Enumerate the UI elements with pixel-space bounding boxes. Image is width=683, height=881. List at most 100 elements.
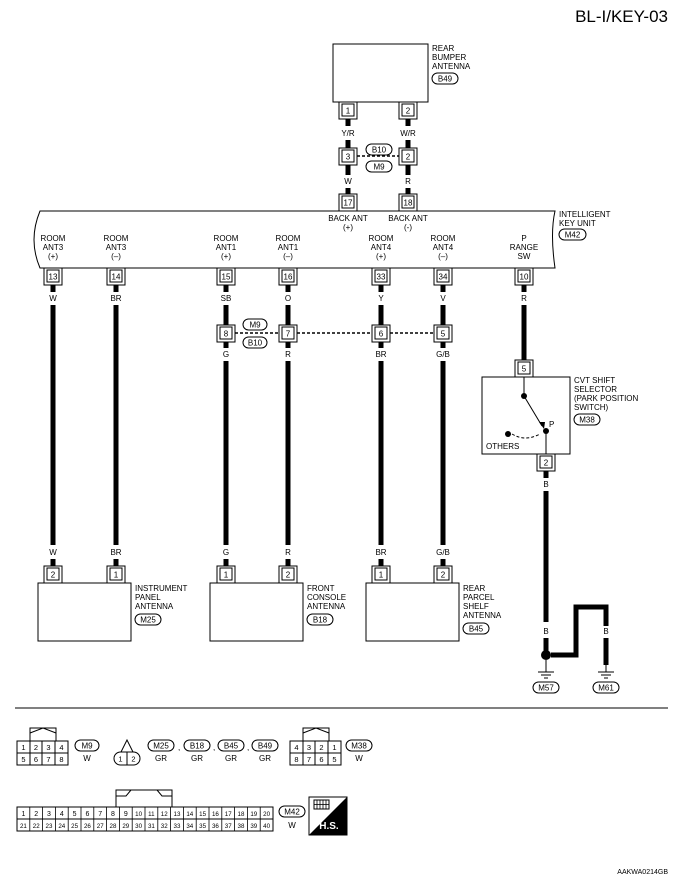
back-ant-plus-label: BACK ANT: [328, 214, 368, 223]
cvt-label-4: SWITCH): [574, 403, 609, 412]
pin: 6: [319, 755, 323, 764]
m42-pin: 32: [161, 823, 168, 830]
cvt-label-3: (PARK POSITION: [574, 394, 639, 403]
wire-color: R: [521, 294, 527, 303]
ground-wire-color: B: [603, 627, 608, 636]
antenna-label: CONSOLE: [307, 593, 346, 602]
wire-color: V: [440, 294, 446, 303]
wire-color: G/B: [436, 350, 450, 359]
pin: 1: [332, 743, 336, 752]
front-console-antenna: 1 2 FRONT CONSOLE ANTENNA B18: [209, 565, 346, 642]
terminal-label: ROOM: [431, 234, 456, 243]
m42-pin: 20: [263, 811, 270, 818]
pin: 1: [118, 755, 122, 764]
pin: 4: [294, 743, 298, 752]
cvt-pin-2: 2: [544, 459, 549, 468]
m42-pin: 28: [110, 823, 117, 830]
ground-m61: M61: [598, 684, 614, 693]
m42-pin: 36: [212, 823, 219, 830]
rear-bumper-antenna-connector: B49: [438, 75, 453, 84]
wire-color: BR: [375, 548, 386, 557]
wire-color: G/B: [436, 548, 450, 557]
m42-pin: 40: [263, 823, 270, 830]
mid-top-connector-b10: B10: [372, 146, 387, 155]
m42-pin: 15: [199, 811, 206, 818]
wire-color: BR: [110, 548, 121, 557]
pin: 2: [319, 743, 323, 752]
terminal-pin: 10: [520, 273, 529, 282]
ground-wire-color: B: [573, 627, 578, 636]
antenna-pin: 2: [286, 571, 291, 580]
terminal-pin: 16: [284, 273, 293, 282]
legend-m42-connector: 1212223234245256267278289291030113112321…: [16, 789, 306, 832]
m42-pin: 8: [111, 811, 115, 818]
rear-bumper-antenna: REAR BUMPER ANTENNA B49 1 2: [332, 43, 471, 120]
antenna-label: ANTENNA: [463, 611, 502, 620]
footer-code: AAKWA0214GB: [617, 869, 668, 876]
wires-middle: G R BR G/B: [223, 342, 450, 545]
wire-color: W: [49, 294, 57, 303]
terminal-label: ROOM: [369, 234, 394, 243]
pin: 3: [307, 743, 311, 752]
rear-parcel-shelf-antenna: 1 2 REAR PARCEL SHELF ANTENNA B45: [365, 565, 502, 642]
pin: 6: [34, 755, 38, 764]
m42-pin: 39: [250, 823, 257, 830]
cvt-label-1: CVT SHIFT: [574, 376, 615, 385]
terminal-label: ROOM: [214, 234, 239, 243]
antenna-label: FRONT: [307, 584, 335, 593]
rear-bumper-antenna-label-1: REAR: [432, 44, 454, 53]
legend-m9-connector: 1 2 3 4 5 6 7 8 M9 W: [16, 727, 100, 766]
wire-color-r-upper: R: [405, 177, 411, 186]
m42-pin: 31: [148, 823, 155, 830]
m42-pin: 34: [186, 823, 193, 830]
antenna-pin: 2: [441, 571, 446, 580]
ground-circuit: B M57 B B M61: [532, 604, 620, 694]
terminal-room-ant4-minus: ROOM ANT4 (–) 34: [431, 234, 456, 286]
terminal-label: ANT1: [278, 243, 299, 252]
harness-icon: [313, 799, 330, 810]
terminal-pin: 34: [439, 273, 448, 282]
m42-pin: 24: [58, 823, 65, 830]
antenna-label: REAR: [463, 584, 485, 593]
terminal-label: P: [521, 234, 526, 243]
back-ant-pin-17: 17: [344, 199, 353, 208]
pin: 5: [21, 755, 25, 764]
cvt-others-label: OTHERS: [486, 442, 519, 451]
wire-color: R: [285, 350, 291, 359]
wire-color: Y: [378, 294, 384, 303]
mid-top-pin-3: 3: [346, 153, 351, 162]
pin: 8: [59, 755, 63, 764]
m42-pin: 10: [135, 811, 142, 818]
rear-bumper-antenna-label-3: ANTENNA: [432, 62, 471, 71]
terminal-label: ANT1: [216, 243, 237, 252]
antenna-pin: 2: [51, 571, 56, 580]
cvt-connector: M38: [579, 416, 595, 425]
legend-conn-color: GR: [259, 754, 271, 763]
pin: 1: [21, 743, 25, 752]
wire-color: W: [49, 548, 57, 557]
antenna-pin: 1: [224, 571, 229, 580]
m42-pin: 16: [212, 811, 219, 818]
legend-separator-comma: ,: [213, 743, 215, 752]
m42-pin: 7: [98, 811, 102, 818]
m42-pin: 19: [250, 811, 257, 818]
antenna-label: PARCEL: [463, 593, 495, 602]
antenna-label: ANTENNA: [307, 602, 346, 611]
m42-pin: 33: [174, 823, 181, 830]
pin: 7: [46, 755, 50, 764]
terminal-label: ANT4: [371, 243, 392, 252]
wire-color-y-r: Y/R: [341, 129, 355, 138]
antenna-connector: B45: [469, 625, 484, 634]
cvt-shift-selector: 5 P OTHERS 2 CVT SHIFT SELECTOR (PARK PO…: [481, 359, 639, 622]
terminal-label: RANGE: [510, 243, 538, 252]
terminal-pin: 15: [222, 273, 231, 282]
mid-low-connector-b10: B10: [248, 339, 263, 348]
terminal-pin: 13: [49, 273, 58, 282]
wire-color: G: [223, 548, 229, 557]
hs-badge: H.S.: [308, 796, 348, 836]
m42-pin: 1: [21, 811, 25, 818]
pin: 4: [59, 743, 63, 752]
mid-top-connector-m9: M9: [373, 163, 385, 172]
mid-low-connector-m9: M9: [249, 321, 261, 330]
connector-b10-m9-upper: 3 2 B10 M9: [338, 143, 418, 173]
